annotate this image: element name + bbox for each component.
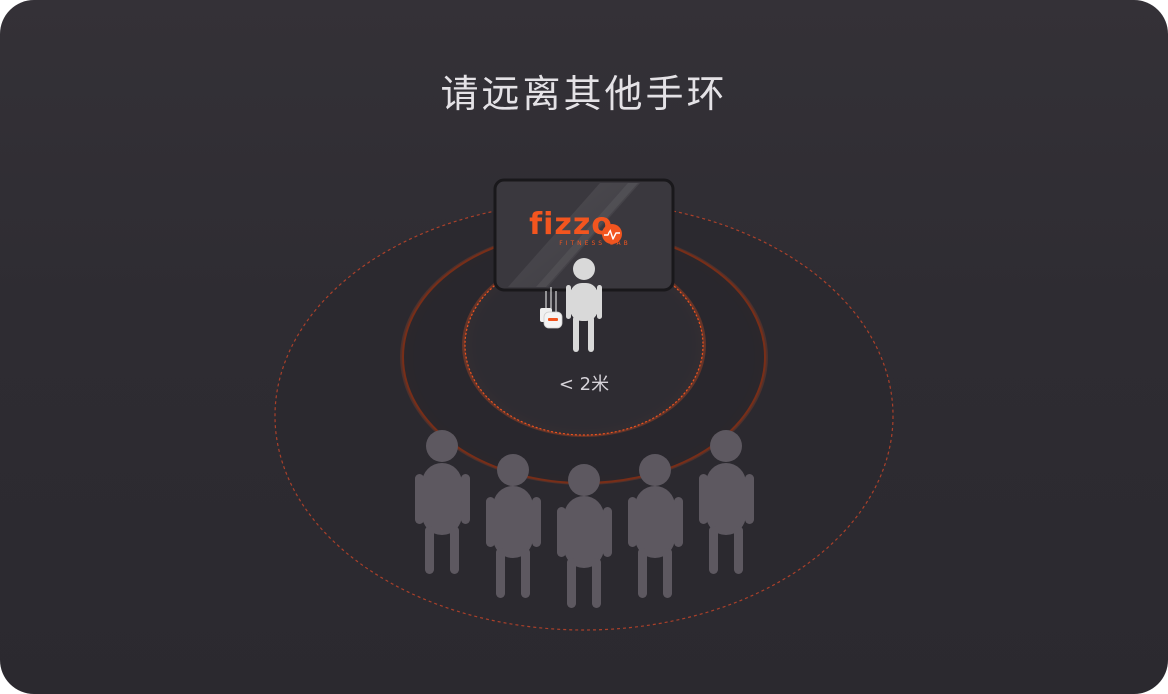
person-far-icon-2 xyxy=(486,454,541,598)
crowd xyxy=(415,430,754,608)
page-title: 请远离其他手环 xyxy=(440,72,728,116)
distance-label: < 2米 xyxy=(558,374,610,395)
brand-logo: fizzo FITNESS LAB xyxy=(520,207,648,248)
pulse-icon xyxy=(602,224,622,244)
person-far-icon-5 xyxy=(699,430,754,574)
person-far-icon-4 xyxy=(628,454,683,598)
person-far-icon-3 xyxy=(557,464,612,608)
brand-name: fizzo xyxy=(529,207,613,242)
person-far-icon-1 xyxy=(415,430,470,574)
person-near-icon xyxy=(566,258,602,352)
router-icon xyxy=(540,287,563,329)
brand-subtitle: FITNESS LAB xyxy=(559,240,631,247)
